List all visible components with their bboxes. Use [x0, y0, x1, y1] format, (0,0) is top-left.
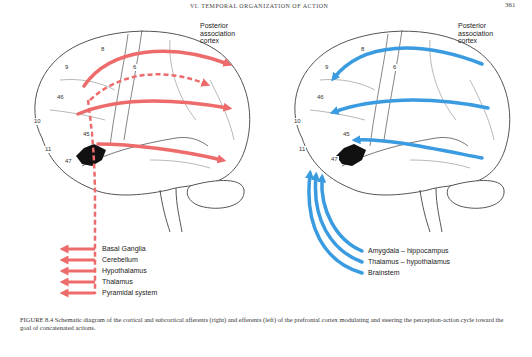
region-label: Posterior association cortex	[200, 22, 252, 45]
area-number: 45	[82, 131, 91, 138]
area-number: 46	[56, 94, 65, 101]
area-number: 6	[132, 64, 137, 71]
area-number: 11	[44, 146, 52, 153]
structure-label: Hypothalamus	[102, 267, 147, 275]
area-number: 9	[324, 64, 329, 71]
structure-label: Thalamus	[102, 278, 133, 286]
right-brain	[295, 30, 510, 232]
area-number: 8	[360, 46, 365, 53]
page-number: 361	[505, 2, 516, 10]
region-label: Posterior association cortex	[458, 22, 510, 45]
subcortical-efferents	[64, 249, 95, 293]
area-number: 6	[392, 64, 397, 71]
area-number: 47	[330, 156, 339, 163]
figure-caption: FIGURE 8.4 Schematic diagram of the cort…	[20, 316, 515, 333]
area-number: 47	[64, 158, 73, 165]
area-number: 8	[100, 46, 105, 53]
structure-label: Amygdala – hippocampus	[368, 247, 449, 255]
area-number: 10	[33, 118, 42, 125]
area-number: 11	[298, 146, 306, 153]
area-number: 46	[316, 94, 325, 101]
structure-label: Brainstem	[368, 269, 400, 277]
efferent-arrows	[78, 51, 228, 160]
area-number: 10	[293, 118, 302, 125]
running-head: VI. TEMPORAL ORGANIZATION OF ACTION	[190, 3, 328, 10]
area-number: 9	[64, 64, 69, 71]
area-number: 45	[342, 131, 351, 138]
structure-label: Thalamus – hypothalamus	[368, 258, 450, 266]
structure-label: Cerebellum	[102, 256, 138, 264]
left-brain	[35, 30, 250, 232]
dashed-efferents	[88, 74, 206, 294]
structure-label: Basal Ganglia	[102, 245, 146, 253]
structure-label: Pyramidal system	[102, 289, 157, 297]
afferent-arrows	[309, 48, 488, 273]
